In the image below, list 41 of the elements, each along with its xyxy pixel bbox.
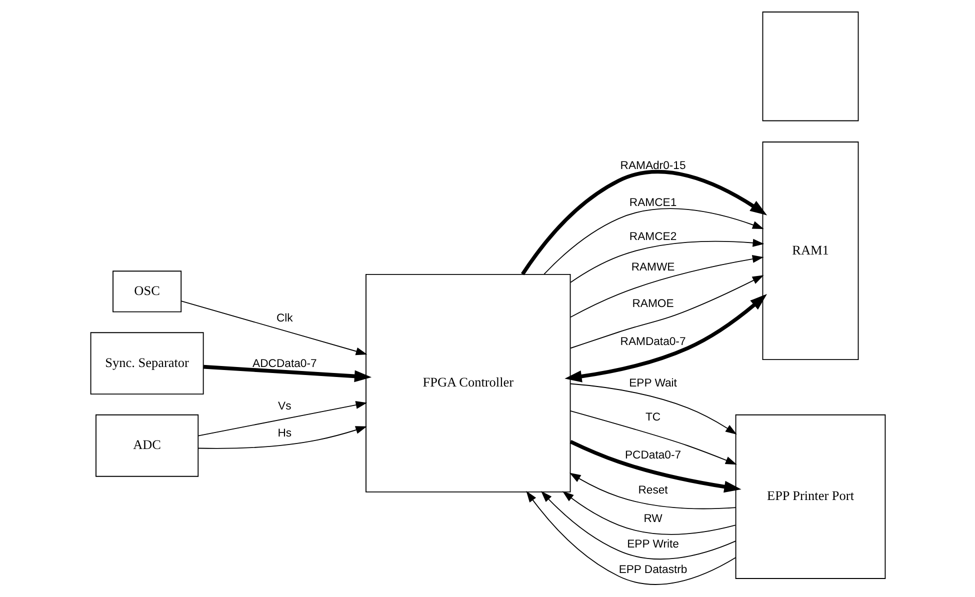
node-box: FPGA Controller — [365, 274, 570, 492]
edge-label: RAMOE — [632, 298, 674, 310]
node-box: RAM1 — [762, 142, 858, 360]
edge-label: RAMCE1 — [628, 196, 676, 209]
arrow — [562, 491, 736, 535]
arrow — [520, 170, 767, 276]
arrow — [568, 472, 736, 510]
arrow — [526, 490, 736, 585]
arrow — [570, 255, 764, 318]
arrow — [202, 364, 372, 382]
node-box: ADC — [95, 414, 198, 477]
arrow — [540, 490, 736, 560]
edge-label: TC — [644, 412, 660, 424]
edge-label: RAMAdr0-15 — [620, 160, 686, 172]
node-box: Sync. Separator — [90, 332, 204, 395]
arrow — [569, 383, 736, 435]
arrow — [197, 426, 366, 449]
edge-label: Hs — [277, 428, 292, 440]
edge-label: RAMData0-7 — [620, 336, 686, 348]
node-box: OSC — [112, 270, 182, 312]
edge-label: Vs — [278, 400, 291, 412]
arrow — [570, 238, 764, 283]
edge-label: Reset — [638, 484, 668, 496]
arrow — [180, 300, 367, 356]
edge-label: RAMWE — [630, 261, 674, 274]
arrow — [570, 410, 736, 465]
edge-label: EPP Datastrb — [618, 564, 687, 576]
edge-label: ADCData0-7 — [252, 358, 316, 370]
node-box: EPP Printer Port — [734, 414, 886, 579]
edge-label: EPP Write — [626, 538, 678, 550]
arrow — [197, 401, 367, 436]
arrow — [564, 294, 767, 382]
edge-label: Clk — [276, 312, 292, 324]
arrow — [569, 440, 741, 493]
arrow — [570, 275, 764, 349]
edge-label: RW — [643, 512, 662, 525]
arrow — [543, 208, 764, 275]
node-box — [762, 12, 858, 122]
edge-label: PCData0-7 — [624, 449, 681, 462]
edge-label: RAMCE2 — [628, 231, 676, 244]
edge-label: EPP Wait — [628, 378, 676, 390]
